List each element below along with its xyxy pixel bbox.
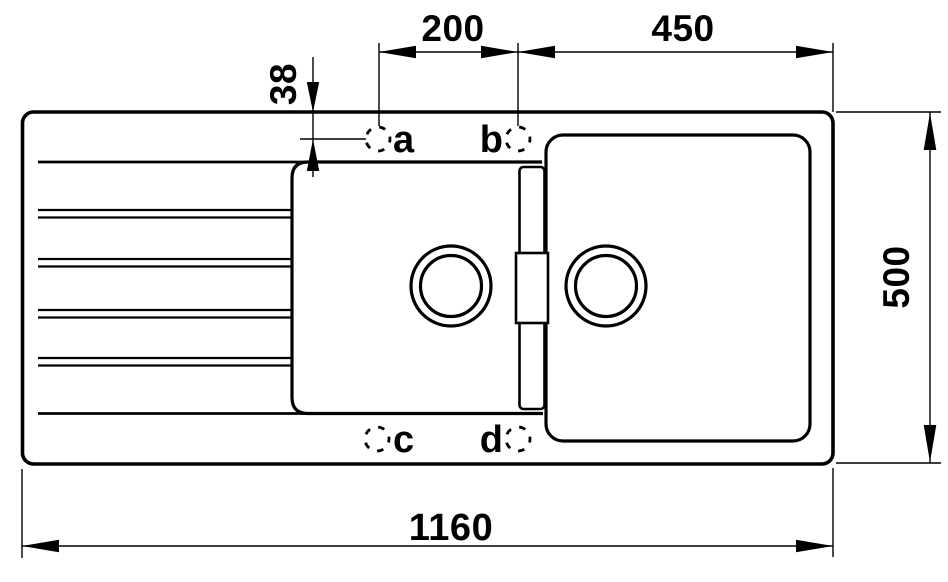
arrowhead-38-top	[306, 82, 320, 112]
arrowhead-500-top	[923, 113, 937, 150]
main-bowl	[544, 133, 812, 443]
arrowhead-450-left	[518, 45, 555, 59]
dimension-line-group	[21, 43, 941, 558]
tap-hole-label-group: a b c d	[393, 119, 503, 461]
main-bowl-drain-outer-circle	[564, 244, 648, 328]
middle-bowl	[290, 160, 543, 416]
bowl-divider-middle-segment	[514, 251, 550, 325]
arrowhead-1160-left	[22, 539, 59, 553]
dimension-label-500: 500	[876, 245, 917, 308]
dimension-label-200: 200	[421, 8, 484, 49]
bowl-divider-bottom-segment	[518, 319, 546, 411]
arrowhead-450-right	[796, 45, 833, 59]
middle-bowl-drain-outer-circle	[409, 244, 493, 328]
arrowhead-38-bottom	[306, 139, 320, 171]
tap-hole-label-d: d	[480, 419, 503, 461]
tap-hole-c-circle	[363, 425, 391, 453]
bowl-divider-top-segment	[518, 165, 546, 257]
tap-hole-label-c: c	[393, 419, 414, 461]
sink-outer-rim	[20, 110, 835, 466]
dimension-label-1160: 1160	[409, 507, 493, 549]
middle-bowl-drain-inner-circle	[418, 253, 484, 319]
tap-hole-d-circle	[504, 425, 532, 453]
main-bowl-drain-inner-circle	[573, 253, 639, 319]
tap-hole-a-circle	[364, 125, 392, 153]
arrowhead-200-right	[481, 45, 518, 59]
tap-hole-label-a: a	[393, 119, 415, 161]
dimension-label-38: 38	[263, 63, 304, 105]
tap-hole-group	[363, 125, 532, 453]
arrowhead-group	[22, 45, 937, 553]
tap-hole-label-b: b	[480, 119, 503, 161]
sink-outline-group	[20, 110, 835, 466]
dimension-text-group: 200 450 38 500 1160	[263, 8, 917, 549]
arrowhead-200-left	[379, 45, 416, 59]
dimension-label-450: 450	[651, 8, 714, 49]
arrowhead-1160-right	[796, 539, 833, 553]
arrowhead-500-bottom	[923, 425, 937, 462]
tap-hole-b-circle	[504, 125, 532, 153]
